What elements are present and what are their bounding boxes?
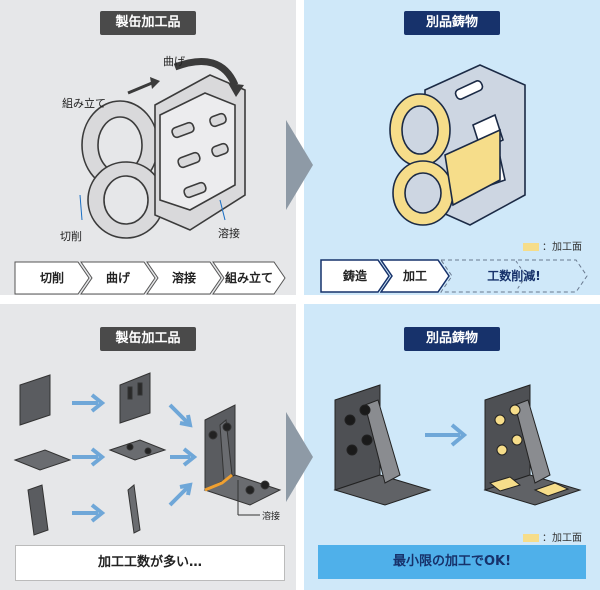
- label-assemble: 組み立て: [62, 97, 106, 110]
- process-step: 切削: [14, 261, 90, 295]
- transition-arrow-icon: [286, 120, 313, 210]
- process-step: 組み立て: [212, 261, 286, 295]
- fabricated-cylinder-illustration: [79, 57, 246, 239]
- machined-swatch: [523, 534, 539, 542]
- process-step: 溶接: [146, 261, 222, 295]
- transition-arrow-icon: [286, 412, 313, 502]
- right-process-flow: 鋳造 加工 工数削減!: [320, 259, 590, 293]
- top-left-tag: 製缶加工品: [100, 11, 196, 35]
- bend-arrow: [173, 57, 239, 87]
- top-right-tag: 別品鋳物: [404, 11, 500, 35]
- left-process-flow: 切削 曲げ 溶接 組み立て: [14, 261, 286, 295]
- process-step: 加工: [380, 259, 450, 293]
- left-summary-bar: 加工工数が多い…: [15, 545, 285, 581]
- label-cut: 切削: [60, 230, 82, 243]
- bottom-left-tag: 製缶加工品: [100, 327, 196, 351]
- machined-swatch: [523, 243, 539, 251]
- flow-arrows: [425, 423, 468, 447]
- label-weld-bottom: 溶接: [262, 512, 281, 522]
- right-summary-bar: 最小限の加工でOK!: [318, 545, 586, 579]
- process-step: 曲げ: [80, 261, 156, 295]
- process-step: 鋳造: [320, 259, 390, 293]
- label-weld: 溶接: [218, 227, 240, 240]
- top-legend: ：加工面: [523, 238, 582, 253]
- label-bend: 曲げ: [163, 55, 185, 68]
- fabricated-bracket-illustration: [13, 372, 282, 536]
- casting-cylinder-illustration: [389, 64, 526, 226]
- process-step-reduced: 工数削減!: [440, 259, 588, 293]
- bottom-legend: ：加工面: [523, 529, 582, 544]
- flow-arrows: [72, 393, 198, 523]
- bottom-right-tag: 別品鋳物: [404, 327, 500, 351]
- casting-bracket-illustration: [333, 384, 582, 506]
